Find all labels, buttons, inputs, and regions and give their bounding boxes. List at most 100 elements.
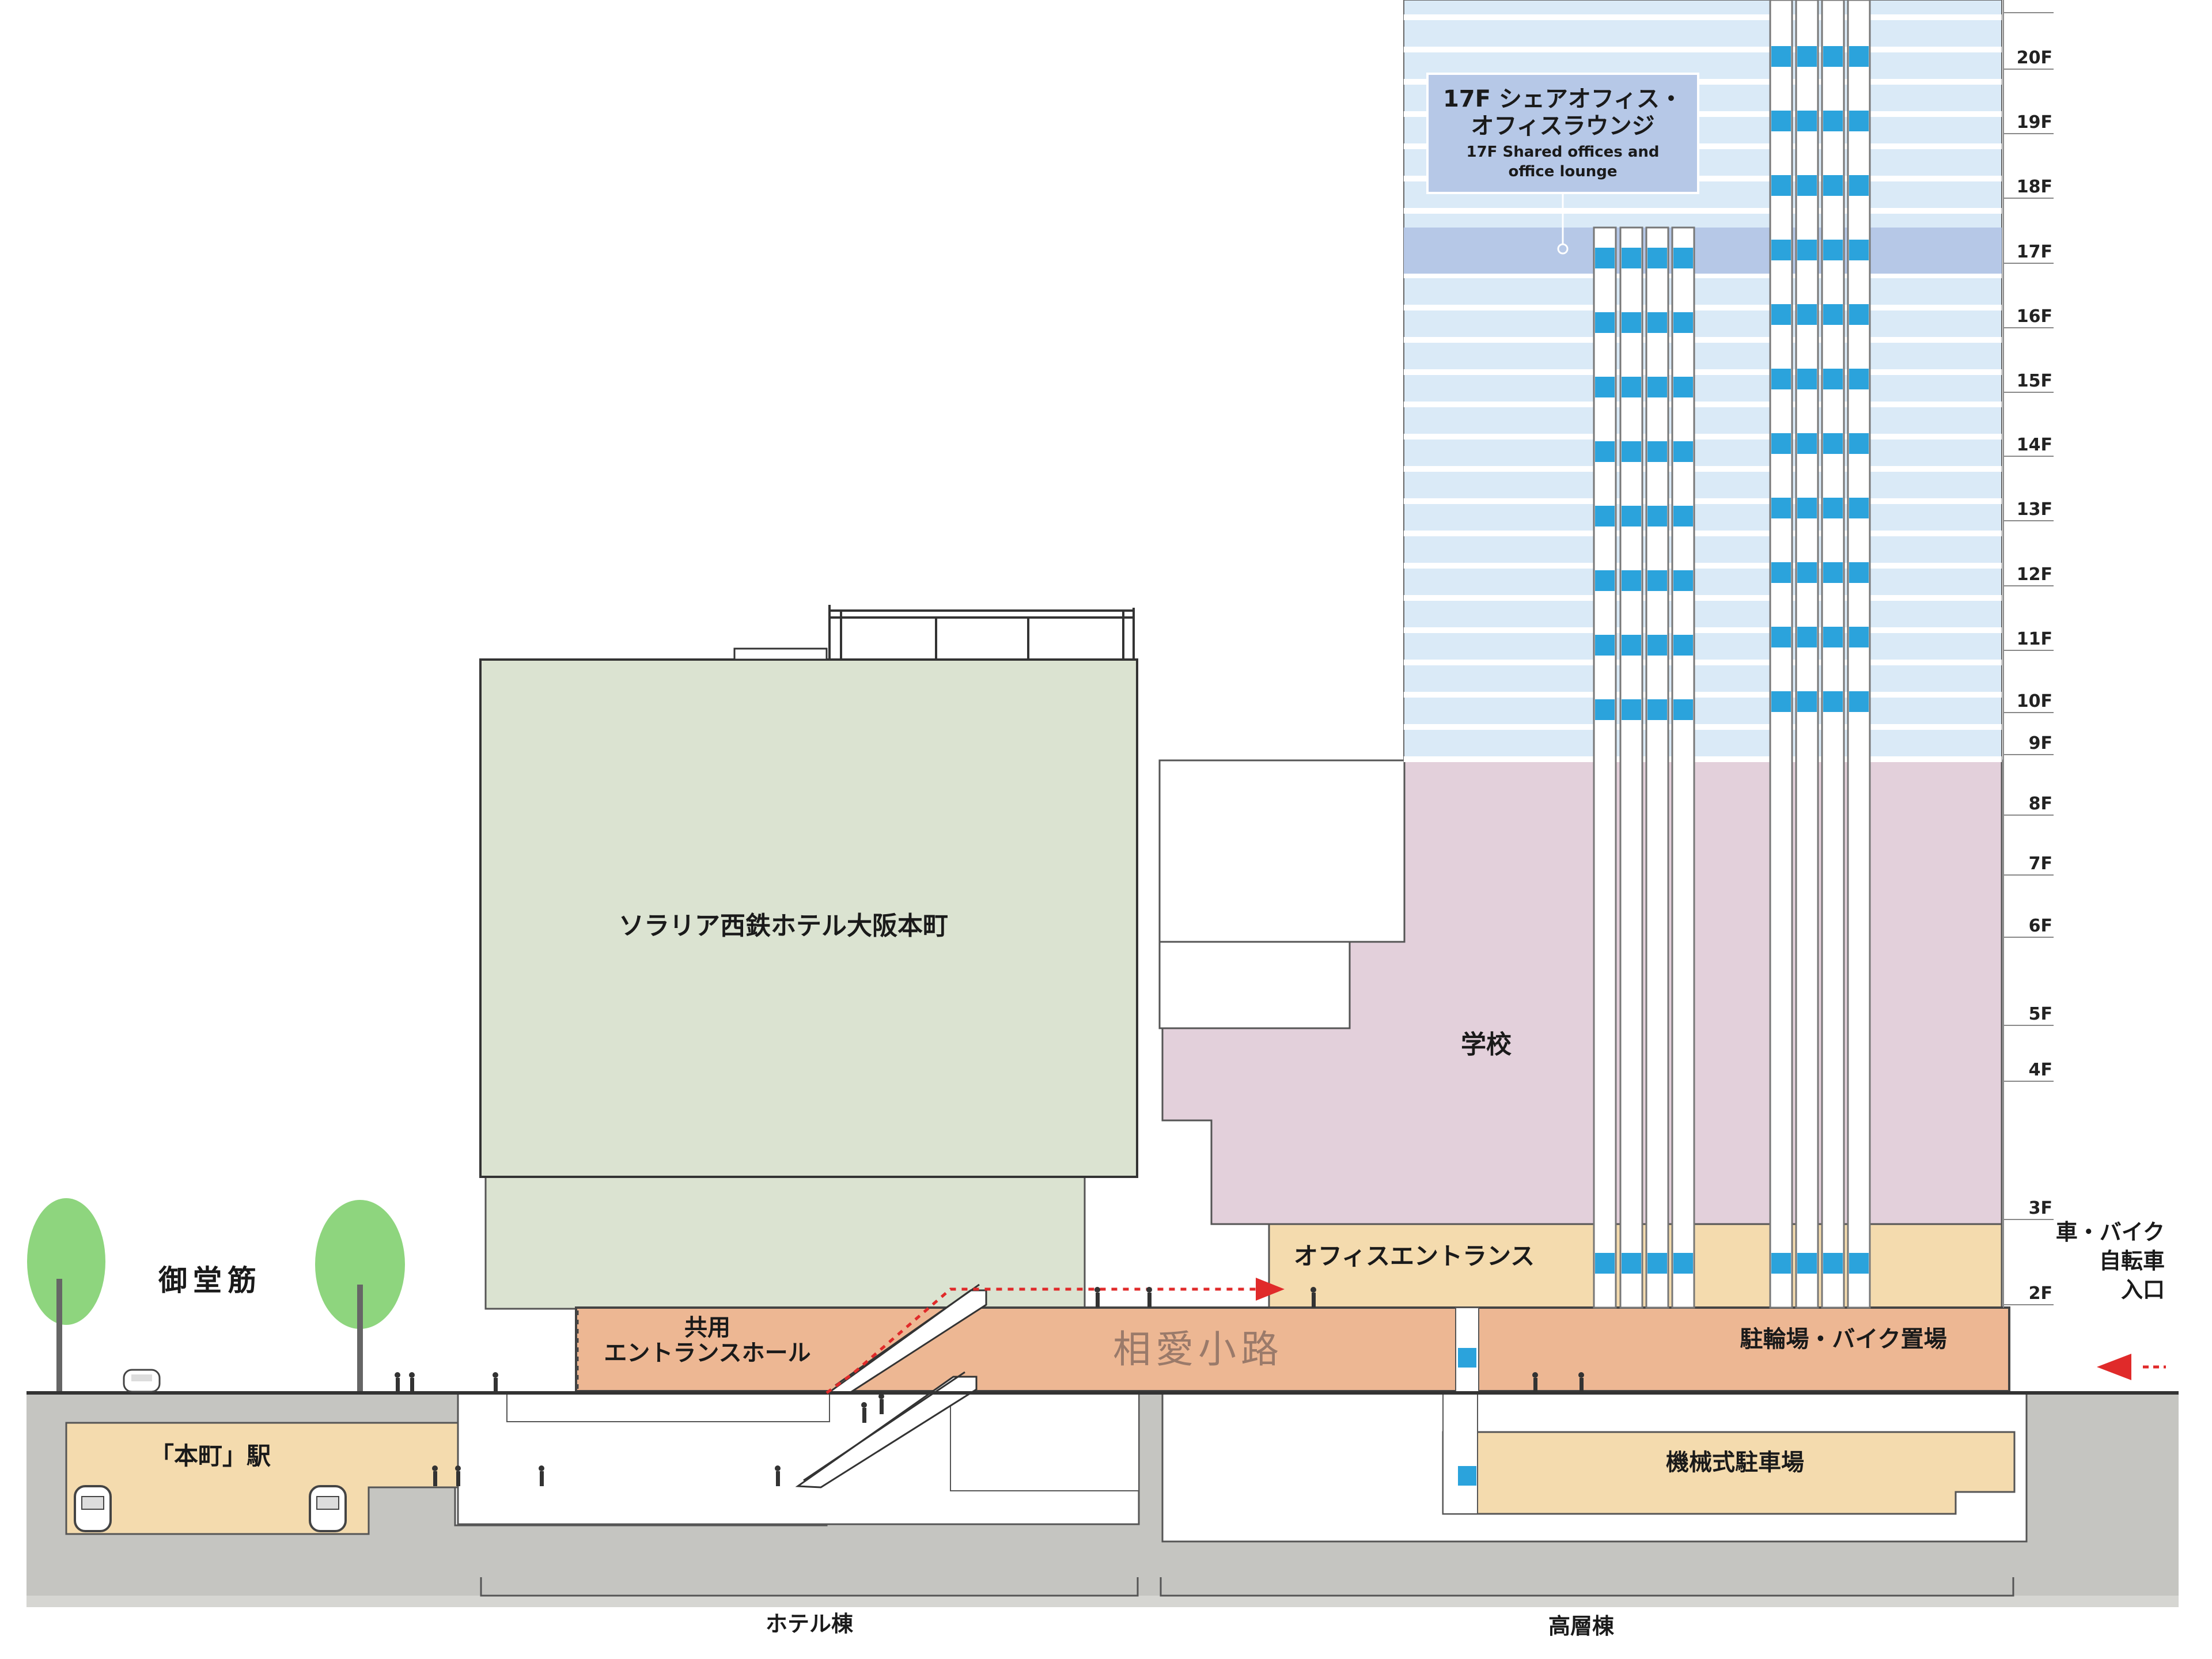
elevator-cab	[1823, 498, 1843, 518]
car-icon	[123, 1369, 161, 1393]
elevator-cab	[1771, 1253, 1791, 1274]
elevator-cab	[1823, 240, 1843, 260]
person-figure	[540, 1471, 544, 1486]
person-figure	[1096, 1293, 1100, 1308]
elevator-cab	[1647, 635, 1667, 656]
elevator-cab	[1595, 635, 1615, 656]
hotel-tower-block	[479, 658, 1138, 1178]
elevator-cab	[1849, 369, 1869, 389]
elevator-cab	[1797, 691, 1817, 712]
elevator-cab	[1647, 570, 1667, 591]
elevator-cab	[1595, 441, 1615, 462]
bicycle-parking-label: 駐輪場・バイク置場	[1740, 1326, 1946, 1353]
elevator-cab	[1849, 627, 1869, 647]
floor-label-19f: 19F	[2017, 112, 2052, 132]
elevator-cab	[1823, 111, 1843, 131]
elevator-cab	[1797, 111, 1817, 131]
train-icon-right	[309, 1485, 347, 1532]
elevator-cab	[1797, 175, 1817, 196]
alley-label: 相愛小路	[1113, 1327, 1283, 1372]
elevator-cab	[1595, 1253, 1615, 1274]
vehicle-entrance-label-3: 入口	[2121, 1277, 2165, 1302]
person-head	[493, 1372, 498, 1378]
elevator-cab	[1823, 369, 1843, 389]
elevator-cab	[1849, 1253, 1869, 1274]
elevator-cab	[1595, 248, 1615, 268]
hotel-basement-stair-area	[506, 1392, 830, 1422]
elevator-cab	[1771, 498, 1791, 518]
callout-subtitle-2: office lounge	[1509, 163, 1618, 180]
person-figure	[410, 1378, 414, 1393]
street-label: 御堂筋	[158, 1264, 262, 1297]
person-head	[539, 1465, 544, 1471]
elevator-cab	[1647, 312, 1667, 333]
elevator-cab	[1771, 369, 1791, 389]
person-figure	[1312, 1293, 1316, 1308]
alley-strip	[575, 1306, 2010, 1392]
elevator-cab	[1797, 1253, 1817, 1274]
person-figure	[456, 1471, 460, 1486]
person-head	[1146, 1287, 1152, 1293]
floor-label-15f: 15F	[2017, 371, 2052, 391]
basement-shaft	[1442, 1392, 1478, 1514]
hotel-podium	[484, 1174, 1086, 1310]
person-figure	[1580, 1378, 1584, 1393]
elevator-cab	[1622, 506, 1641, 527]
ground-soil-bottom	[26, 1596, 2179, 1607]
vehicle-entrance-arrow	[2097, 1354, 2166, 1380]
elevator-cab	[1823, 304, 1843, 325]
elevator-shaft	[1847, 0, 1871, 1309]
elevator-cab	[1849, 304, 1869, 325]
callout-title-2: オフィスラウンジ	[1471, 113, 1654, 139]
floor-label-7f: 7F	[2029, 854, 2052, 874]
shared-hall-label-2: エントランスホール	[604, 1340, 810, 1366]
elevator-cab	[1797, 304, 1817, 325]
person-figure	[494, 1378, 498, 1393]
floor-label-14f: 14F	[2017, 435, 2052, 455]
elevator-cab	[1797, 46, 1817, 67]
elevator-cab	[1458, 1348, 1476, 1368]
elevator-cab	[1622, 699, 1641, 720]
elevator-cab	[1797, 433, 1817, 454]
elevator-cab	[1647, 1253, 1667, 1274]
elevator-cab	[1849, 175, 1869, 196]
callout-box	[1426, 73, 1699, 194]
office-entrance-label: オフィスエントランス	[1294, 1242, 1535, 1270]
elevator-cab	[1771, 691, 1791, 712]
highlight-floor-17f	[1404, 228, 2002, 274]
escalator-lower	[795, 1371, 978, 1488]
person-figure	[396, 1378, 400, 1393]
elevator-cab	[1797, 369, 1817, 389]
elevator-cab	[1823, 691, 1843, 712]
floor-label-8f: 8F	[2029, 794, 2052, 814]
person-head	[432, 1465, 438, 1471]
floor-label-13f: 13F	[2017, 499, 2052, 520]
person-figure	[862, 1408, 866, 1423]
person-figure	[1147, 1293, 1152, 1308]
person-head	[455, 1465, 461, 1471]
elevator-cab	[1595, 312, 1615, 333]
elevator-cab	[1849, 562, 1869, 583]
elevator-shaft	[1821, 0, 1845, 1309]
person-figure	[880, 1399, 884, 1414]
elevator-cab	[1595, 570, 1615, 591]
people-figures	[395, 1287, 1584, 1486]
elevator-cab	[1673, 635, 1693, 656]
floor-label-20f: 20F	[2017, 48, 2052, 68]
elevator-cab	[1595, 377, 1615, 397]
elevator-cab	[1771, 627, 1791, 647]
shared-hall-label-1: 共用	[684, 1315, 730, 1341]
elevator-cab	[1622, 1253, 1641, 1274]
floor-label-4f: 4F	[2029, 1060, 2052, 1080]
person-head	[409, 1372, 415, 1378]
elevator-cab	[1622, 248, 1641, 268]
elevator-cab	[1823, 627, 1843, 647]
tower-label-bg	[1518, 1607, 1645, 1642]
elevator-cab	[1797, 498, 1817, 518]
elevator-cab	[1823, 46, 1843, 67]
elevator-cab	[1673, 570, 1693, 591]
elevator-cab	[1771, 240, 1791, 260]
floor-label-3f: 3F	[2029, 1198, 2052, 1218]
person-head	[395, 1372, 400, 1378]
elevator-cab	[1622, 441, 1641, 462]
